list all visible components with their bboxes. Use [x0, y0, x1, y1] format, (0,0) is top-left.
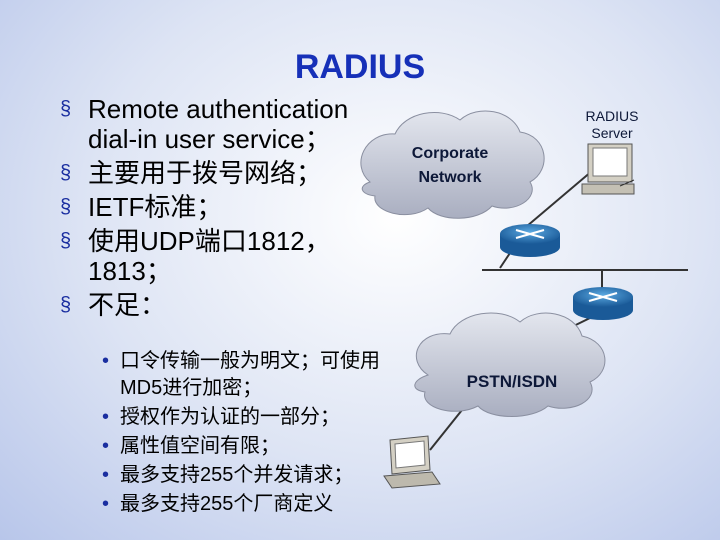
- radius-server-label: RADIUS: [586, 108, 639, 124]
- sub-bullet-item: • 授权作为认证的一部分；: [100, 404, 400, 431]
- bullet-item: § Remote authentication dial-in user serv…: [60, 94, 390, 154]
- radius-server-label: Server: [591, 125, 633, 141]
- sub-bullet-marker-icon: •: [102, 435, 110, 457]
- sub-bullet-marker-icon: •: [102, 350, 110, 372]
- sub-bullet-text: 最多支持255个并发请求；: [120, 464, 354, 486]
- bullet-marker-icon: §: [60, 162, 72, 184]
- bullet-item: § 不足：: [60, 290, 390, 320]
- sub-bullet-item: • 属性值空间有限；: [100, 433, 400, 460]
- sub-bullet-text: 授权作为认证的一部分；: [120, 406, 340, 428]
- corporate-network-label: Corporate: [412, 145, 489, 162]
- bullet-item: § 主要用于拨号网络；: [60, 158, 390, 188]
- bullet-marker-icon: §: [60, 294, 72, 316]
- bullet-marker-icon: §: [60, 230, 72, 252]
- sub-bullet-list: • 口令传输一般为明文；可使用MD5进行加密； • 授权作为认证的一部分； • 属性值…: [100, 348, 400, 520]
- sub-bullet-marker-icon: •: [102, 493, 110, 515]
- desktop-computer-icon: [581, 143, 635, 195]
- pstn-isdn-label: PSTN/ISDN: [467, 372, 558, 391]
- bullet-text: Remote authentication dial-in user servi…: [88, 94, 349, 154]
- bullet-marker-icon: §: [60, 98, 72, 120]
- sub-bullet-item: • 口令传输一般为明文；可使用MD5进行加密；: [100, 348, 400, 402]
- sub-bullet-item: • 最多支持255个厂商定义: [100, 491, 400, 518]
- bullet-item: § IETF标准；: [60, 192, 390, 222]
- sub-bullet-item: • 最多支持255个并发请求；: [100, 462, 400, 489]
- cloud-icon: [360, 110, 545, 219]
- sub-bullet-marker-icon: •: [102, 464, 110, 486]
- corporate-network-label: Network: [418, 169, 481, 186]
- bullet-item: § 使用UDP端口1812，1813；: [60, 226, 390, 286]
- slide-title: RADIUS: [294, 48, 426, 86]
- sub-bullet-text: 最多支持255个厂商定义: [120, 493, 334, 515]
- bullet-text: 不足：: [88, 290, 167, 320]
- bullet-text: 使用UDP端口1812，1813；: [88, 226, 331, 286]
- bullet-text: 主要用于拨号网络；: [88, 158, 323, 188]
- laptop-icon: [383, 435, 441, 489]
- bullet-marker-icon: §: [60, 196, 72, 218]
- bullet-text: IETF标准；: [88, 192, 223, 222]
- sub-bullet-marker-icon: •: [102, 406, 110, 428]
- cloud-icon: [414, 312, 606, 417]
- main-bullet-list: § Remote authentication dial-in user serv…: [60, 94, 390, 324]
- router-icon: [500, 224, 560, 257]
- sub-bullet-text: 口令传输一般为明文；可使用MD5进行加密；: [120, 350, 380, 399]
- sub-bullet-text: 属性值空间有限；: [120, 435, 280, 457]
- router-icon: [573, 287, 633, 320]
